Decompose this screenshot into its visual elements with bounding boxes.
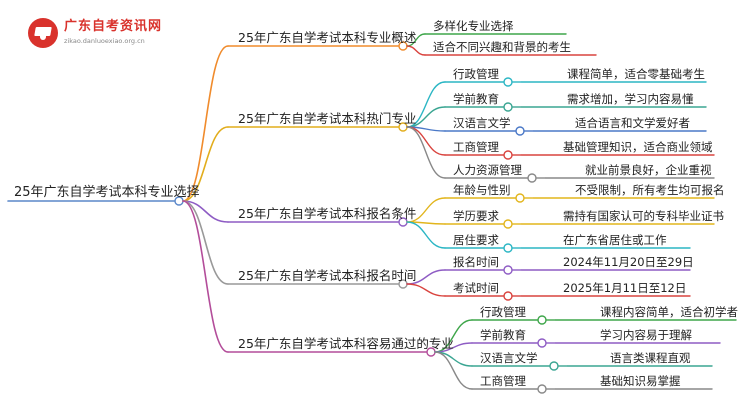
branch-2-leaf-0-knob (515, 193, 525, 203)
branch-3-leaf-1-label: 考试时间 (453, 281, 499, 295)
branch-4-leaf-0-label: 行政管理 (480, 305, 526, 319)
branch-1-leaf-2-label: 汉语言文学 (453, 116, 511, 130)
branch-3-leaf-1-knob (503, 291, 513, 301)
branch-4-leaf-2-desc: 语言类课程直观 (610, 351, 691, 365)
branch-2-leaf-1-label: 学历要求 (453, 209, 499, 223)
branch-1-label: 25年广东自学考试本科热门专业 (238, 111, 417, 126)
branch-2-connector (182, 200, 229, 223)
branch-3-leaf-0-knob (503, 265, 513, 275)
root-label: 25年广东自学考试本科专业选择 (14, 185, 200, 200)
graduation-cap-icon (28, 18, 58, 48)
branch-1-leaf-4-connector (406, 126, 446, 179)
branch-4-leaf-0-desc: 课程内容简单，适合初学者 (600, 305, 738, 319)
branch-4-leaf-2-connector (434, 351, 473, 367)
branch-0-leaf-1-connector (406, 45, 426, 56)
branch-1-leaf-4-label: 人力资源管理 (453, 163, 522, 177)
branch-2-leaf-2-knob (503, 243, 513, 253)
branch-2-leaf-0-connector (406, 197, 446, 223)
branch-1-leaf-0-desc: 课程简单，适合零基础考生 (567, 67, 705, 81)
branch-3-leaf-1-connector (406, 283, 446, 297)
site-logo: 广东自考资讯网 zikao.danluoexiao.org.cn (28, 18, 188, 52)
branch-3-leaf-0-label: 报名时间 (453, 255, 499, 269)
branch-1-leaf-0-knob (503, 77, 513, 87)
branch-1-leaf-3-desc: 基础管理知识，适合商业领域 (563, 140, 713, 154)
branch-3-connector (182, 200, 229, 285)
branch-2-leaf-2-label: 居住要求 (453, 233, 499, 247)
branch-1-leaf-1-knob (503, 102, 513, 112)
branch-1-leaf-0-label: 行政管理 (453, 67, 499, 81)
branch-2-leaf-1-desc: 需持有国家认可的专科毕业证书 (563, 209, 724, 223)
branch-0-leaf-1-label: 适合不同兴趣和背景的考生 (433, 40, 571, 54)
branch-4-leaf-3-label: 工商管理 (480, 374, 526, 388)
branch-2-leaf-2-desc: 在广东省居住或工作 (563, 233, 667, 247)
branch-4-label: 25年广东自学考试本科容易通过的专业 (238, 336, 454, 351)
branch-4-leaf-0-knob (537, 315, 547, 325)
branch-2-leaf-0-desc: 不受限制，所有考生均可报名 (575, 183, 725, 197)
branch-4-leaf-3-connector (434, 351, 473, 390)
branch-2-leaf-0-label: 年龄与性别 (453, 183, 511, 197)
branch-1-leaf-1-label: 学前教育 (453, 92, 499, 106)
branch-4-connector (182, 200, 229, 353)
branch-3-leaf-0-desc: 2024年11月20日至29日 (563, 255, 694, 269)
branch-4-leaf-1-knob (537, 338, 547, 348)
branch-4-leaf-1-desc: 学习内容易于理解 (600, 328, 692, 342)
branch-0-leaf-0-label: 多样化专业选择 (433, 19, 514, 33)
branch-0-connector (182, 45, 229, 202)
branch-4-leaf-3-knob (537, 384, 547, 394)
branch-1-connector (182, 126, 229, 202)
logo-title: 广东自考资讯网 (64, 19, 163, 34)
branch-1-leaf-3-label: 工商管理 (453, 140, 499, 154)
branch-3-label: 25年广东自学考试本科报名时间 (238, 268, 417, 283)
branch-4-leaf-2-label: 汉语言文学 (480, 351, 538, 365)
branch-4-leaf-2-knob (549, 361, 559, 371)
branch-1-leaf-4-desc: 就业前景良好，企业重视 (585, 163, 712, 177)
branch-1-leaf-2-desc: 适合语言和文学爱好者 (575, 116, 690, 130)
branch-4-leaf-3-desc: 基础知识易掌握 (600, 374, 681, 388)
branch-2-label: 25年广东自学考试本科报名条件 (238, 206, 417, 221)
branch-1-leaf-3-knob (503, 150, 513, 160)
branch-1-leaf-1-desc: 需求增加，学习内容易懂 (567, 92, 694, 106)
branch-4-leaf-1-label: 学前教育 (480, 328, 526, 342)
branch-0-label: 25年广东自学考试本科专业概述 (238, 30, 417, 45)
branch-3-leaf-1-desc: 2025年1月11日至12日 (563, 281, 687, 295)
branch-2-leaf-1-knob (503, 219, 513, 229)
branch-1-leaf-4-knob (527, 173, 537, 183)
logo-subtitle: zikao.danluoexiao.org.cn (64, 37, 145, 45)
branch-2-leaf-2-connector (406, 221, 446, 249)
branch-1-leaf-2-knob (515, 126, 525, 136)
